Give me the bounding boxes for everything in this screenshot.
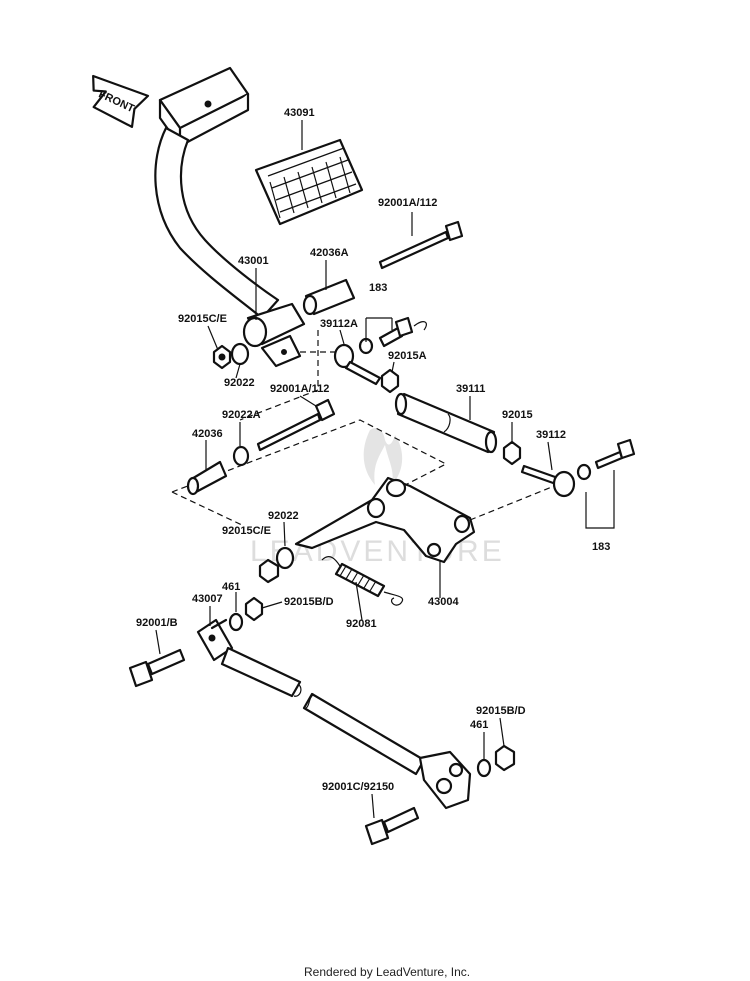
- bushing-42036A: [302, 278, 356, 316]
- bolt-92001A-112-mid: [256, 398, 336, 452]
- label-461-bottom: 461: [470, 719, 488, 731]
- spring-92081: [321, 556, 404, 606]
- label-92001A-112-mid: 92001A/112: [270, 383, 329, 395]
- bolt-92001B: [128, 648, 186, 688]
- label-183-top: 183: [369, 282, 387, 294]
- washer-92022A: [232, 445, 250, 467]
- label-42036A: 42036A: [310, 247, 349, 259]
- nut-92015CE-mid: [258, 558, 280, 584]
- washer-461-bottom: [476, 758, 492, 778]
- label-43091: 43091: [284, 107, 315, 119]
- label-42036: 42036: [192, 428, 223, 440]
- brake-pedal-43001: [154, 66, 306, 368]
- brake-rod-43007: [196, 618, 472, 810]
- label-92022A: 92022A: [222, 409, 261, 421]
- washer-92022-top: [230, 342, 250, 366]
- label-39111: 39111: [456, 383, 485, 395]
- label-39112A: 39112A: [320, 318, 358, 330]
- nut-92015: [502, 440, 522, 466]
- front-arrow-icon: FRONT: [92, 74, 150, 129]
- bushing-39111: [394, 392, 498, 454]
- footer-credit: Rendered by LeadVenture, Inc.: [304, 965, 470, 979]
- nut-92015BD-bottom: [494, 744, 516, 772]
- label-92015BD-top: 92015B/D: [284, 596, 334, 608]
- bolt-92001C-92150: [364, 806, 420, 846]
- bolt-183-top: [358, 316, 427, 355]
- rod-end-39112A: [333, 343, 382, 386]
- label-92022-top: 92022: [224, 377, 255, 389]
- label-92015: 92015: [502, 409, 533, 421]
- label-43007: 43007: [192, 593, 223, 605]
- bolt-92001A-112-top: [378, 220, 464, 270]
- nut-92015CE-top: [212, 344, 232, 370]
- nut-92015BD-top: [244, 596, 264, 622]
- label-92015A: 92015A: [388, 350, 427, 362]
- part-labels: 43091 92001A/112 43001 42036A 183 92015C…: [136, 107, 610, 793]
- bolt-183-right: [576, 438, 636, 481]
- label-461-top: 461: [222, 581, 240, 593]
- label-92081: 92081: [346, 618, 377, 630]
- label-92015CE-top: 92015C/E: [178, 313, 227, 325]
- label-183-right: 183: [592, 541, 610, 553]
- washer-461-top: [228, 612, 244, 632]
- nut-92015A: [380, 368, 400, 394]
- label-43001: 43001: [238, 255, 269, 267]
- label-43004: 43004: [428, 596, 459, 608]
- bracket-43004: [294, 476, 476, 564]
- label-92001A-112-top: 92001A/112: [378, 197, 437, 209]
- label-leaders: [155, 120, 553, 819]
- label-92001B: 92001/B: [136, 617, 178, 629]
- bushing-42036: [186, 460, 228, 496]
- label-39112: 39112: [536, 429, 566, 441]
- label-92022-mid: 92022: [268, 510, 299, 522]
- label-92015BD-bottom: 92015B/D: [476, 705, 526, 717]
- rod-end-39112: [520, 464, 576, 498]
- washer-92022-mid: [275, 546, 295, 570]
- label-92001C-92150: 92001C/92150: [322, 781, 394, 793]
- label-92015CE-mid: 92015C/E: [222, 525, 271, 537]
- pedal-rubber-43091: [254, 138, 364, 226]
